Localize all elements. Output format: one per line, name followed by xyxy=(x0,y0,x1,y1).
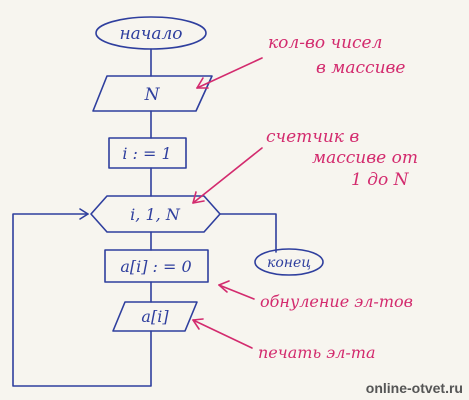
input-label: N xyxy=(144,85,161,105)
count-annotation-line-1: кол-во чисел xyxy=(268,33,382,53)
loop-hexagon xyxy=(90,195,221,233)
count-annotation-arrow xyxy=(196,57,263,89)
assign-label: a[i] : = 0 xyxy=(120,257,191,276)
site-watermark: online-otvet.ru xyxy=(365,380,463,396)
counter-annotation-arrow xyxy=(192,147,263,204)
exit-line xyxy=(219,213,277,253)
output-parallelogram xyxy=(112,301,198,332)
printing-annotation-arrow xyxy=(192,319,253,349)
loop-back-arrowhead xyxy=(79,208,89,220)
assign-process-box xyxy=(104,249,209,283)
end-terminator xyxy=(254,248,324,276)
printing-annotation-arrowhead xyxy=(192,318,204,330)
counter-annotation-arrowhead xyxy=(192,191,205,204)
output-label: a[i] xyxy=(141,307,169,326)
zeroing-annotation: обнуление эл-тов xyxy=(260,292,413,311)
start-label: начало xyxy=(119,24,182,44)
loop-label: i, 1, N xyxy=(130,205,181,224)
counter-annotation-line-2: массиве от xyxy=(312,148,418,168)
input-parallelogram xyxy=(92,75,213,112)
init-process-box xyxy=(108,137,187,169)
zeroing-annotation-arrow xyxy=(218,284,255,300)
init-label: i : = 1 xyxy=(122,144,171,163)
count-annotation-arrowhead xyxy=(196,77,209,89)
zeroing-annotation-arrowhead xyxy=(218,280,230,293)
end-label: конец xyxy=(267,255,311,271)
count-annotation-line-2: в массиве xyxy=(316,58,405,78)
counter-annotation-line-1: счетчик в xyxy=(266,127,359,147)
counter-annotation-line-3: 1 до N xyxy=(351,170,410,190)
printing-annotation: печать эл-та xyxy=(258,343,376,362)
loop-back-line xyxy=(12,213,152,387)
